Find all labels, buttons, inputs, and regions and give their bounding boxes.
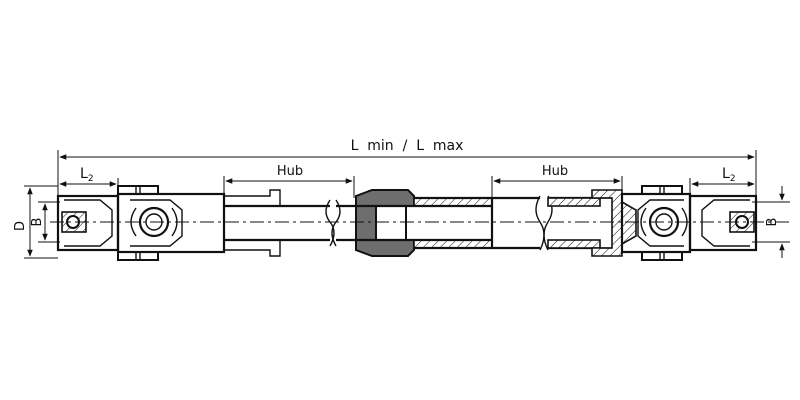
overall-length-label: L min / L max bbox=[351, 138, 464, 154]
left-l2-dimension: L2 bbox=[59, 166, 119, 196]
right-l2-label: L2 bbox=[722, 166, 736, 184]
right-universal-joint bbox=[620, 185, 758, 261]
right-hub-label: Hub bbox=[542, 164, 568, 179]
overall-length-dimension: L min / L max bbox=[57, 138, 757, 196]
left-b-label: B bbox=[30, 218, 45, 227]
right-diameter-dimension: B bbox=[752, 186, 790, 258]
left-diameter-dimensions: D B bbox=[13, 185, 60, 259]
left-universal-joint bbox=[56, 185, 226, 261]
right-b-label: B bbox=[765, 218, 780, 227]
left-l2-label: L2 bbox=[80, 166, 94, 184]
left-d-label: D bbox=[13, 221, 28, 231]
left-hub-dimension: Hub bbox=[223, 164, 355, 198]
left-hub-and-inner-tube bbox=[223, 189, 335, 257]
telescopic-tube-sleeve bbox=[331, 189, 601, 257]
right-l2-dimension: L2 bbox=[689, 166, 755, 196]
left-hub-label: Hub bbox=[277, 164, 303, 179]
